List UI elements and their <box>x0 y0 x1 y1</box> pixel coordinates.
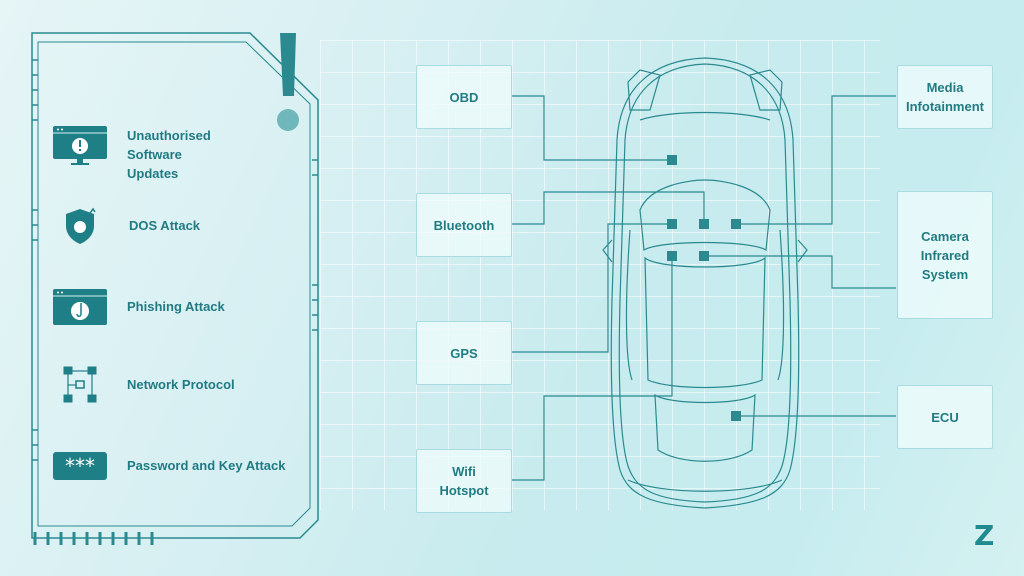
threat-item-unauthorised-updates: Unauthorised Software Updates <box>52 126 211 181</box>
threat-label: Password and Key Attack <box>127 458 286 473</box>
threat-label: Unauthorised Software Updates <box>127 128 211 181</box>
component-box-obd: OBD <box>416 65 512 129</box>
background-grid <box>320 40 880 510</box>
panel-bottom-ticks <box>33 532 154 545</box>
phishing-hook-icon <box>52 287 108 327</box>
password-asterisk-icon: *** <box>52 446 108 486</box>
threat-item-phishing: Phishing Attack <box>52 287 225 327</box>
threat-label: Phishing Attack <box>127 299 225 314</box>
threat-item-network-protocol: Network Protocol <box>52 365 235 405</box>
car-outline <box>602 57 808 509</box>
threat-item-dos-attack: DOS Attack <box>52 206 200 246</box>
network-nodes-icon <box>52 365 108 405</box>
threat-panel-frame <box>31 32 319 539</box>
component-box-ecu: ECU <box>897 385 993 449</box>
connector-lines <box>511 95 896 481</box>
shield-bomb-icon <box>52 206 108 246</box>
component-box-bluetooth: Bluetooth <box>416 193 512 257</box>
brand-logo: Z <box>974 519 995 552</box>
component-box-camera-infrared: Camera Infrared System <box>897 191 993 319</box>
component-box-media-infotainment: Media Infotainment <box>897 65 993 129</box>
component-box-gps: GPS <box>416 321 512 385</box>
threat-label: Network Protocol <box>127 377 235 392</box>
connector-nodes <box>667 155 741 421</box>
threat-label: DOS Attack <box>129 218 201 233</box>
threat-item-password-key: *** Password and Key Attack <box>52 446 285 486</box>
component-box-wifi-hotspot: Wifi Hotspot <box>416 449 512 513</box>
svg-text:***: *** <box>65 454 95 478</box>
exclamation-icon <box>277 33 299 131</box>
warning-monitor-icon <box>52 126 108 166</box>
